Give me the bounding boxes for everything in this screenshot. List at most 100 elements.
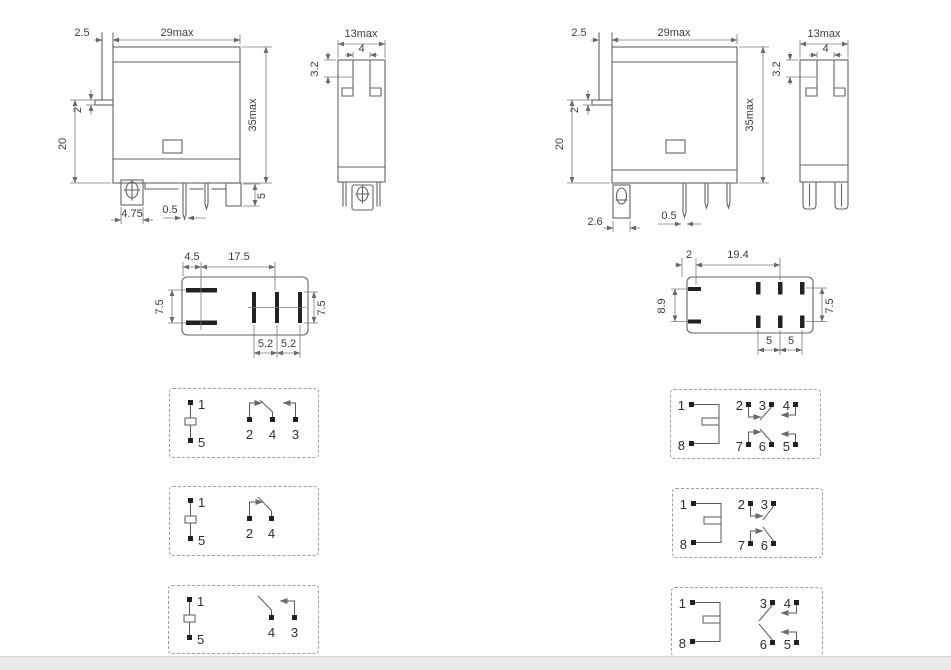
dim-label-29max: 29max [657, 27, 691, 39]
pin-label-8: 8 [678, 438, 685, 453]
dim-label-13max: 13max [807, 28, 841, 40]
dimension-lines: 13max 4 3.2 [309, 28, 386, 85]
dim-label-7.5-left: 7.5 [154, 299, 166, 314]
coil-symbol [691, 501, 722, 545]
pin-label-8: 8 [679, 636, 686, 651]
pin-label-5: 5 [783, 439, 790, 454]
pin-terminal [770, 640, 775, 645]
coil-symbol [689, 402, 720, 446]
dimension-lines: 13max 4 3.2 [771, 28, 849, 85]
pin-terminal [188, 400, 193, 405]
horizontal-scrollbar[interactable] [0, 656, 951, 670]
pin-label-6: 6 [759, 439, 766, 454]
relay-base-and-pins [612, 182, 731, 219]
dim-label-7.5: 7.5 [824, 298, 836, 313]
dim-label-3.2: 3.2 [309, 61, 321, 76]
pin-terminal [746, 402, 751, 407]
schematic-spst-no: 1 5 4 3 [168, 585, 319, 654]
pin-terminal [188, 438, 193, 443]
pin [704, 182, 709, 210]
pin-label-8: 8 [680, 537, 687, 552]
pin-terminal [188, 498, 193, 503]
footprint-outline [181, 276, 309, 336]
dim-label-5-a: 5 [766, 335, 772, 347]
pin-terminal [690, 639, 695, 644]
outline-front-right-view: 29max 2.5 2 20 35max 2.6 0.5 [554, 27, 769, 232]
contact-symbol [257, 595, 297, 620]
contact-symbol-bottom [748, 526, 776, 546]
coil-symbol [183, 597, 196, 640]
pin-label-5: 5 [198, 435, 205, 450]
pin-terminal [793, 402, 798, 407]
blade-pin [834, 181, 849, 210]
pin-label-2: 2 [736, 398, 743, 413]
pcb-footprint-left: 4.5 17.5 7.5 7.5 5.2 5.2 [154, 251, 328, 358]
dim-label-2.5: 2.5 [571, 27, 586, 39]
pin-label-1: 1 [198, 495, 205, 510]
pin-terminal [689, 441, 694, 446]
schematic-spst-no-drawing: 1 5 4 3 [183, 594, 298, 647]
coil-symbol [184, 498, 197, 541]
schematic-dpdt-drawing: 1 8 2 3 4 7 6 5 [678, 398, 798, 454]
dim-label-2.6: 2.6 [587, 216, 602, 228]
pin-label-6: 6 [761, 538, 768, 553]
coil-symbol [690, 600, 721, 644]
pin-terminal [746, 442, 751, 447]
pin-terminal [794, 640, 799, 645]
relay-side-outline [337, 59, 386, 211]
dim-label-35max: 35max [744, 98, 756, 132]
pin-terminal [748, 501, 753, 506]
outline-side-right-view: 13max 4 3.2 [771, 28, 849, 210]
pin-terminal [188, 536, 193, 541]
dim-label-2: 2 [569, 107, 581, 113]
pin-terminal [292, 615, 297, 620]
pin-label-1: 1 [198, 397, 205, 412]
dim-label-2.5: 2.5 [74, 27, 89, 39]
dim-label-5-b: 5 [788, 335, 794, 347]
pin-label-5: 5 [197, 632, 204, 647]
pin-label-2: 2 [246, 526, 253, 541]
dim-label-2: 2 [686, 249, 692, 261]
pin-terminal [771, 541, 776, 546]
pad-slot [688, 319, 701, 324]
coil-symbol [184, 400, 197, 443]
dimension-lines: 29max 2.5 2 20 35max 4.75 0.5 [57, 27, 272, 224]
schematic-spst-nc: 1 5 2 4 [169, 486, 319, 556]
pin-terminal [690, 600, 695, 605]
dim-label-29max: 29max [160, 27, 194, 39]
pin-label-3: 3 [759, 398, 766, 413]
pin-terminal [691, 501, 696, 506]
schematic-dpst-no-drawing: 1 8 3 4 6 5 [679, 596, 799, 652]
pin-label-4: 4 [784, 596, 791, 611]
pin-label-4: 4 [268, 526, 275, 541]
dim-label-4: 4 [358, 43, 364, 55]
schematic-dpdt: 1 8 2 3 4 7 6 5 [670, 389, 821, 459]
pin-label-3: 3 [291, 625, 298, 640]
relay-body-outline [94, 32, 241, 184]
pin-terminal [771, 501, 776, 506]
pin-terminal [187, 597, 192, 602]
pin-label-5: 5 [784, 637, 791, 652]
terminal-block [225, 182, 242, 207]
contact-symbol-top [758, 600, 799, 622]
contact-symbol-top [748, 501, 776, 521]
relay-side-outline [799, 59, 849, 210]
pin-terminal [769, 402, 774, 407]
pin [726, 182, 731, 210]
schematic-dpst-no: 1 8 3 4 6 5 [671, 587, 823, 657]
pin-label-7: 7 [736, 439, 743, 454]
pin-label-5: 5 [198, 533, 205, 548]
dim-label-19.4: 19.4 [727, 249, 748, 261]
dim-label-4: 4 [822, 43, 828, 55]
pin-terminal [770, 600, 775, 605]
contact-symbol [247, 399, 298, 422]
pad-slot [186, 320, 217, 325]
pin-terminal [247, 516, 252, 521]
dimension-lines: 2 19.4 8.9 7.5 5 5 [656, 249, 836, 355]
pin-label-4: 4 [269, 427, 276, 442]
pad-slot [778, 315, 783, 328]
dim-label-20: 20 [554, 138, 566, 150]
pin-label-1: 1 [678, 398, 685, 413]
dimension-lines: 4.5 17.5 7.5 7.5 5.2 5.2 [154, 251, 328, 358]
